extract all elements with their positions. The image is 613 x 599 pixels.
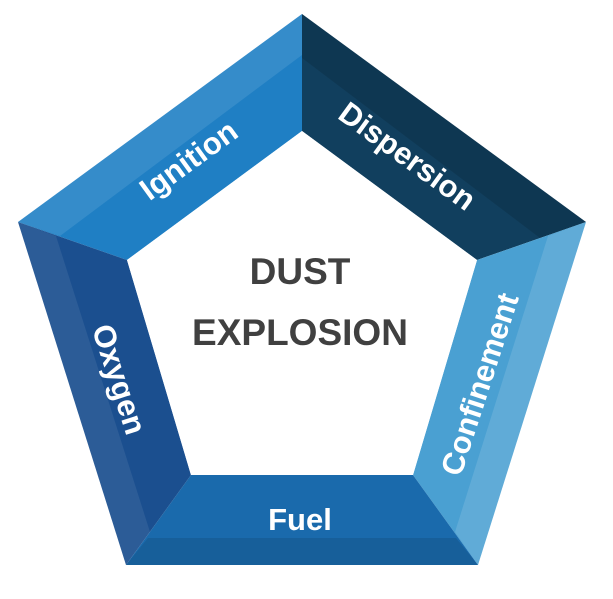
segment-fuel xyxy=(126,475,478,565)
center-pentagon xyxy=(127,131,477,475)
segment-oxygen xyxy=(18,222,191,565)
segment-dispersion-bevel xyxy=(302,14,586,238)
center-title-line2: EXPLOSION xyxy=(192,312,408,353)
segment-confinement-bevel xyxy=(455,222,586,565)
segment-confinement xyxy=(413,222,586,565)
segment-fuel-bevel xyxy=(126,538,478,565)
label-fuel: Fuel xyxy=(268,502,332,537)
center-title-line1: DUST xyxy=(250,251,351,292)
segment-dispersion xyxy=(302,14,586,260)
segment-oxygen-bevel xyxy=(18,222,150,565)
segment-ignition xyxy=(18,14,302,260)
segment-ignition-bevel xyxy=(18,14,302,236)
